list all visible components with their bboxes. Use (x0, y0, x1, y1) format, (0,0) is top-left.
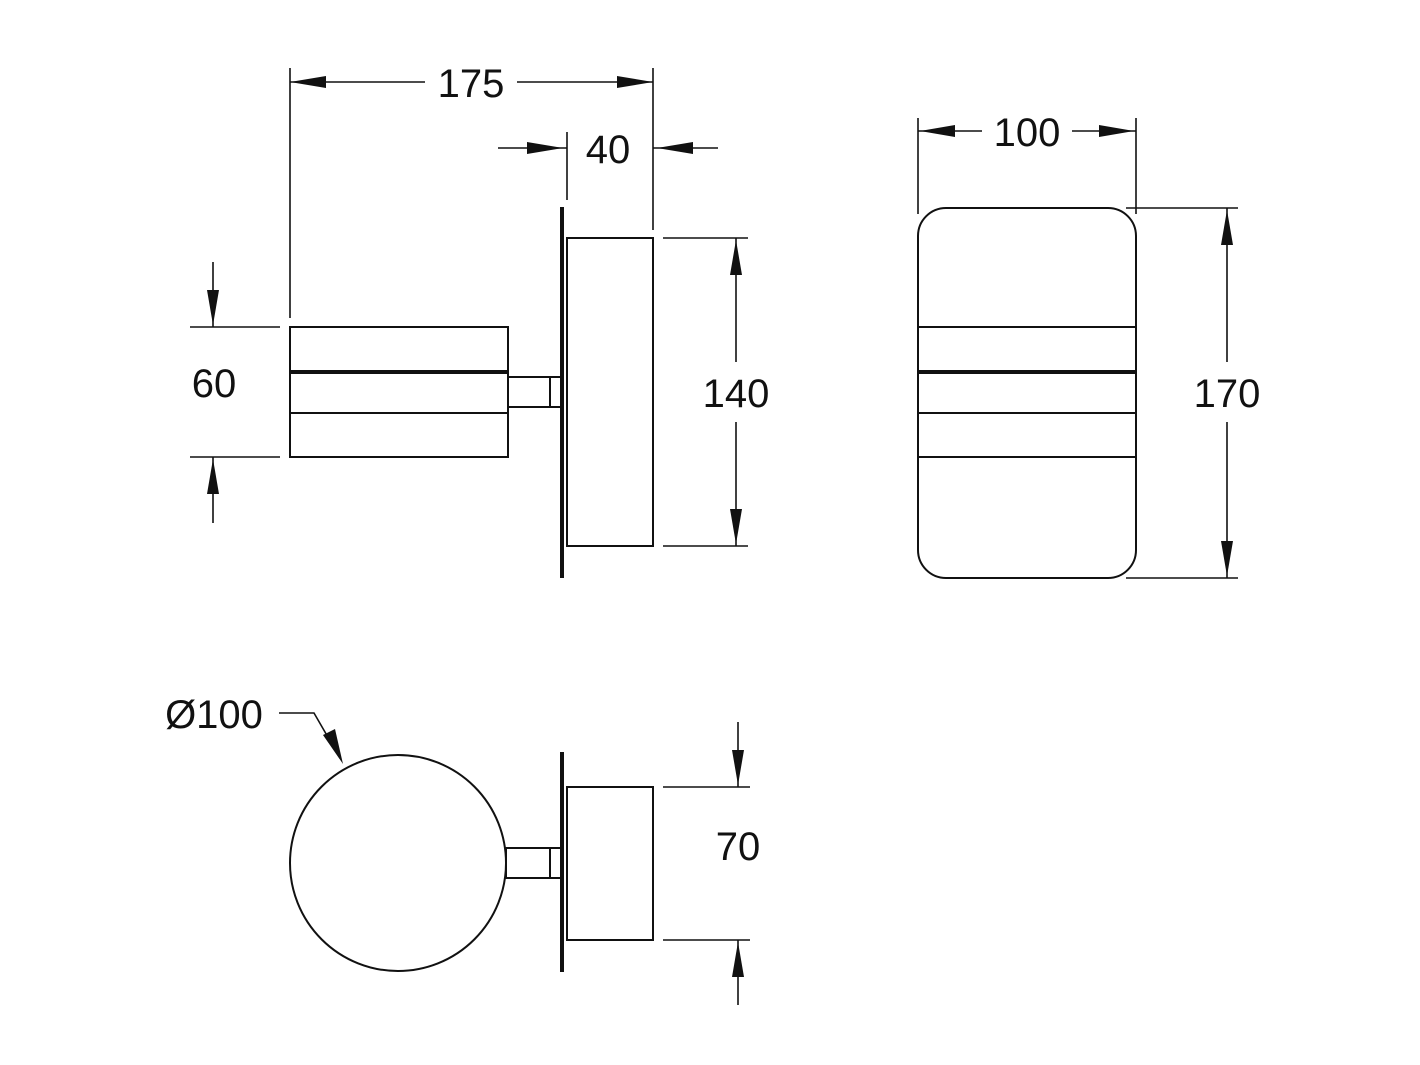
dim-175-label: 175 (438, 62, 505, 106)
side-knob-head (289, 326, 509, 458)
dia-100-leader-arrow (323, 729, 343, 764)
top-back-plate (566, 786, 654, 941)
dim-40-arrow-right (657, 142, 693, 154)
dim-60-arrow-top (207, 290, 219, 325)
dim-170-arrow-bottom (1221, 541, 1233, 576)
front-knob-body (917, 207, 1137, 579)
side-view: 175 40 60 140 (190, 62, 769, 578)
side-stem (507, 376, 562, 408)
dim-60-arrow-bottom (207, 459, 219, 494)
dim-60-label: 60 (192, 362, 237, 406)
dim-70-arrow-top (732, 750, 744, 785)
dim-100-label: 100 (994, 111, 1061, 155)
dim-170-label: 170 (1194, 372, 1261, 416)
dim-100-arrow-right (1099, 125, 1134, 137)
dim-140-label: 140 (703, 372, 770, 416)
side-back-plate (566, 237, 654, 547)
top-stem (505, 847, 562, 879)
dim-70-arrow-bottom (732, 942, 744, 977)
dim-175-arrow-right (617, 76, 653, 88)
dim-40-arrow-left (527, 142, 563, 154)
dim-175-arrow-left (290, 76, 326, 88)
top-view: Ø100 70 (165, 693, 760, 1005)
dim-70-label: 70 (716, 825, 761, 869)
dim-40-label: 40 (586, 128, 631, 172)
dim-170-arrow-top (1221, 210, 1233, 245)
dim-140-arrow-top (730, 240, 742, 275)
dia-100-label: Ø100 (165, 693, 263, 737)
dim-140-arrow-bottom (730, 509, 742, 544)
top-knob-circle (289, 754, 507, 972)
dim-100-arrow-left (920, 125, 955, 137)
front-view: 100 170 (917, 111, 1261, 579)
